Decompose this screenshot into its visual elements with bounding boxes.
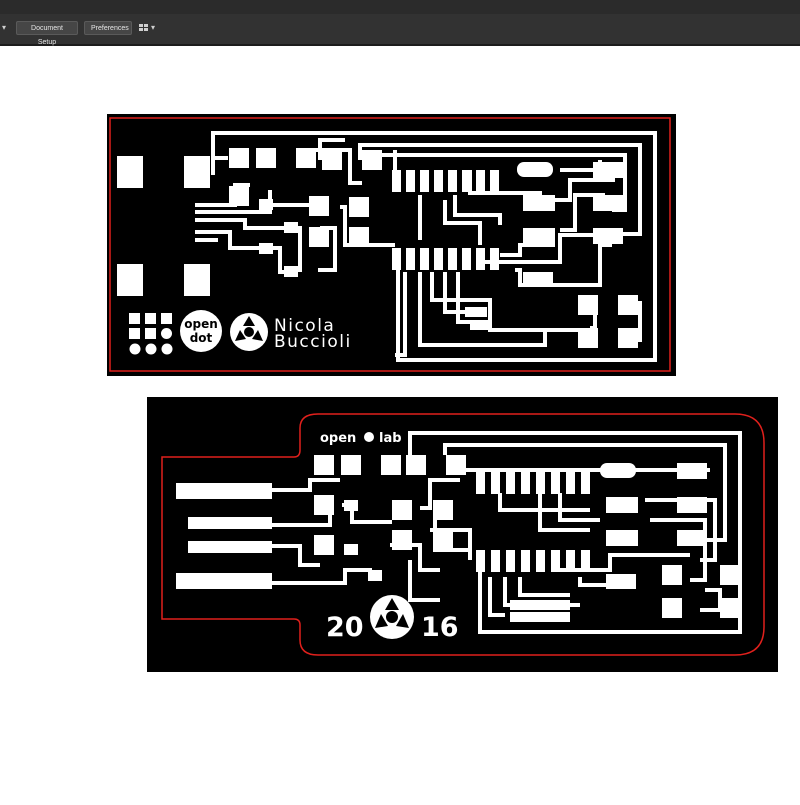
brand-open-text: open [320, 431, 356, 446]
year-tri-logo-icon [370, 595, 414, 639]
application-title-bar [0, 0, 800, 14]
open-dot-logo-line2: dot [190, 331, 213, 345]
brand-lab-text: lab [379, 431, 402, 446]
author-name-line2: Buccioli [274, 332, 352, 352]
board-bottom-background [147, 397, 778, 672]
document-setup-button[interactable]: Document Setup [16, 21, 78, 46]
open-lab-brand: open lab [320, 431, 402, 446]
pcb-artboard-bottom[interactable]: open lab 20 16 [147, 397, 778, 672]
author-tri-logo-icon [230, 313, 268, 351]
open-dot-logo: open dot [180, 310, 222, 352]
control-toolbar: ▾ Document Setup Preferences ▾ [0, 14, 800, 46]
board-bottom-pads [176, 455, 740, 622]
open-dot-logo-line1: open [184, 317, 218, 331]
document-canvas: open dot Nicola Buccioli [0, 46, 800, 800]
left-menu-caret-icon[interactable]: ▾ [2, 23, 7, 32]
arrange-documents-icon[interactable] [138, 22, 150, 34]
pcb-artboard-top[interactable]: open dot Nicola Buccioli [107, 114, 676, 376]
board-bottom-traces [270, 431, 742, 634]
arrange-documents-caret-icon[interactable]: ▾ [151, 23, 156, 32]
brand-dot-icon [364, 432, 374, 442]
preferences-button[interactable]: Preferences [84, 21, 132, 35]
board-bottom-outline [161, 413, 765, 656]
author-name-line1: Nicola [274, 316, 335, 336]
board-top-fiducial-grid [129, 313, 173, 355]
board-top-pads [117, 148, 638, 348]
board-top-outline [109, 117, 671, 372]
artwork: open dot Nicola Buccioli [107, 114, 778, 672]
year-right-text: 16 [421, 612, 459, 643]
year-left-text: 20 [326, 612, 364, 643]
